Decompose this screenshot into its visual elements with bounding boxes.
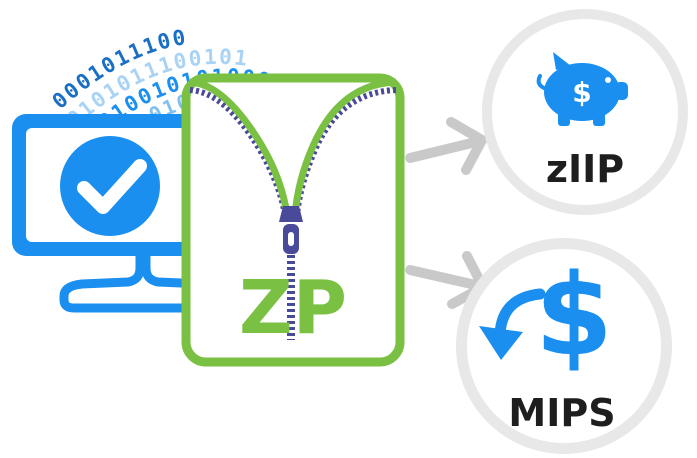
zip-file-icon: ZP	[181, 73, 405, 367]
ziip-label: zIIP	[546, 147, 624, 191]
dollar-down-arrow-icon: $	[479, 251, 613, 381]
mips-label: MIPS	[508, 391, 615, 435]
down-arrow-shaft	[494, 288, 546, 340]
ziip-circle: $ zIIP	[482, 9, 688, 215]
check-icon	[77, 159, 147, 214]
zipper-slider	[279, 206, 303, 222]
down-arrow-head-icon	[479, 326, 523, 360]
piggy-bank-icon: $	[536, 52, 628, 126]
zipper-pull-hole	[288, 232, 294, 246]
check-badge	[60, 136, 160, 236]
zipper-right-tape	[291, 78, 397, 216]
dollar-icon: $	[572, 76, 591, 109]
arrow-head-icon	[446, 117, 487, 175]
arrow-to-ziip	[405, 117, 487, 175]
zipper-left-tape	[189, 78, 291, 216]
dollar-sign-icon: $	[535, 251, 613, 381]
zip-label: ZP	[239, 265, 347, 351]
mips-circle: $ MIPS	[456, 238, 672, 454]
